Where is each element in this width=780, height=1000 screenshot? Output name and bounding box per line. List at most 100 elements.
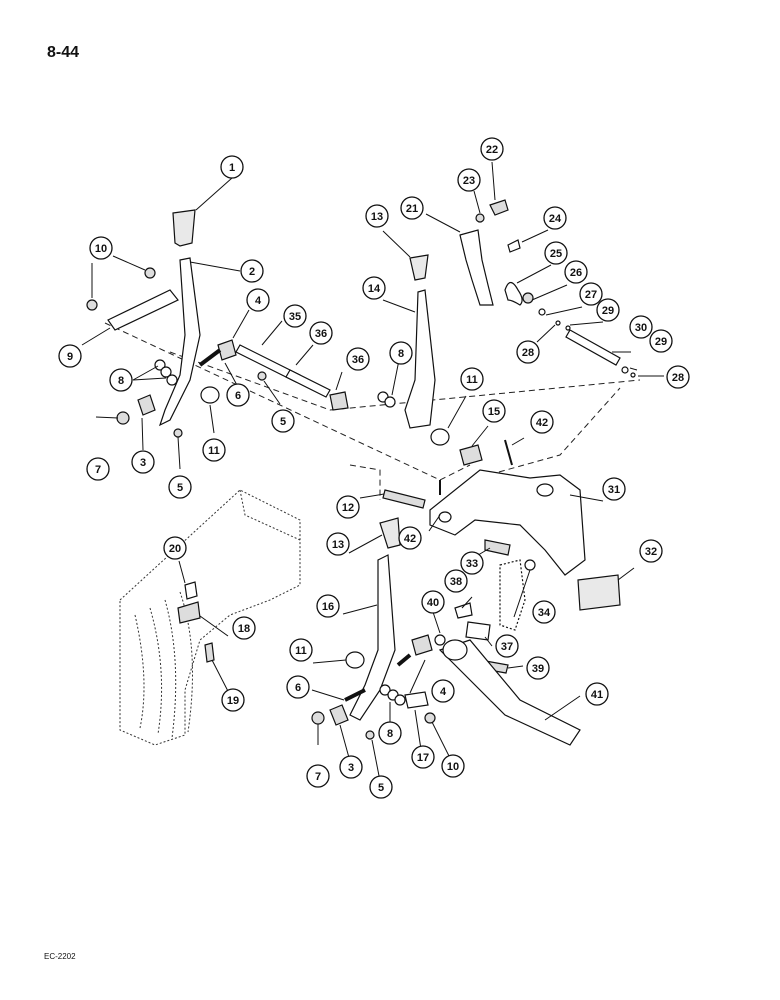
knob-13b [379,517,401,549]
callout-28: 28 [666,365,690,389]
callout-13: 13 [326,532,350,556]
assembly-guide-lines [104,322,641,500]
svg-text:4: 4 [255,295,262,307]
callout-39: 39 [526,656,550,680]
callout-3: 3 [339,755,363,779]
svg-text:31: 31 [608,484,620,496]
svg-text:3: 3 [140,457,146,469]
bracket-31 [429,469,586,576]
svg-text:36: 36 [315,328,327,340]
callout-9: 9 [58,344,82,368]
washer-34 [524,559,536,571]
lever-14 [404,289,436,429]
callout-22: 22 [480,137,504,161]
knob-1 [172,209,196,247]
callout-36: 36 [309,321,333,345]
callout-32: 32 [639,539,663,563]
callout-19: 19 [221,688,245,712]
roll-pin-42a [504,439,513,466]
callout-14: 14 [362,276,386,300]
nut-10c [424,712,436,724]
svg-text:11: 11 [208,445,220,457]
svg-text:2: 2 [249,266,255,278]
pin-24 [507,239,521,253]
washer-11b [430,428,450,446]
callout-7: 7 [86,457,110,481]
svg-text:23: 23 [463,175,475,187]
callout-24: 24 [543,206,567,230]
bushing-4b [411,634,433,656]
lever-bracket-dotted [499,559,526,631]
callout-7: 7 [306,764,330,788]
callout-40: 40 [421,590,445,614]
callout-11: 11 [460,367,484,391]
block-32 [577,574,621,611]
screw-19 [204,642,215,663]
svg-text:34: 34 [538,607,551,619]
callout-10: 10 [441,754,465,778]
callout-3: 3 [131,450,155,474]
callout-18: 18 [232,616,256,640]
callout-8: 8 [378,721,402,745]
svg-text:1: 1 [229,162,235,174]
callout-13: 13 [365,204,389,228]
svg-text:18: 18 [238,623,250,635]
bushing-26 [522,292,534,304]
pin-12 [382,489,426,509]
callout-8: 8 [109,368,133,392]
svg-text:30: 30 [635,322,647,334]
nut-5b [257,371,267,381]
callout-31: 31 [602,477,626,501]
svg-text:8: 8 [387,728,393,740]
svg-text:3: 3 [348,762,354,774]
svg-text:21: 21 [406,203,418,215]
linkage-upper-right [459,199,636,378]
ring-29a [565,325,571,331]
callout-29: 29 [649,329,673,353]
lever-16 [349,554,396,721]
svg-text:6: 6 [295,682,301,694]
callout-4: 4 [246,288,270,312]
callout-2: 2 [240,259,264,283]
lever-assembly-upper-left [86,209,349,438]
nut-10b [86,299,98,311]
stud-6b [344,688,366,702]
svg-text:40: 40 [427,597,439,609]
callout-11: 11 [202,438,226,462]
callout-25: 25 [544,241,568,265]
stud-upper [396,653,412,667]
svg-text:33: 33 [466,558,478,570]
washer-11c [345,651,365,669]
callout-37: 37 [495,634,519,658]
svg-text:20: 20 [169,543,181,555]
callout-layer: 1 2 4 10 9 8 7 3 5 11 6 5 35 36 36 13 14… [58,137,690,799]
callout-4: 4 [431,679,455,703]
bolt-22 [489,199,509,216]
ring-40 [434,634,446,646]
callout-33: 33 [460,551,484,575]
svg-text:8: 8 [118,375,124,387]
svg-text:29: 29 [602,305,614,317]
washer-27 [538,308,546,316]
svg-text:11: 11 [466,374,478,386]
ring-28a [555,320,561,326]
sleeve-36b [329,391,349,411]
callout-10: 10 [89,236,113,260]
page-number: 8-44 [47,44,80,61]
nut-23 [475,213,485,223]
callout-5: 5 [369,775,393,799]
svg-text:42: 42 [536,417,548,429]
callout-34: 34 [532,600,556,624]
svg-text:26: 26 [570,267,582,279]
svg-text:36: 36 [352,354,364,366]
plate-38 [454,602,473,619]
callout-21: 21 [400,196,424,220]
leader-lines [81,161,664,787]
nut-10a [144,267,156,279]
fender-parts [177,581,215,663]
svg-text:28: 28 [522,347,534,359]
callout-42: 42 [398,526,422,550]
svg-text:27: 27 [585,289,597,301]
callout-23: 23 [457,168,481,192]
bushing-3b [329,704,349,726]
